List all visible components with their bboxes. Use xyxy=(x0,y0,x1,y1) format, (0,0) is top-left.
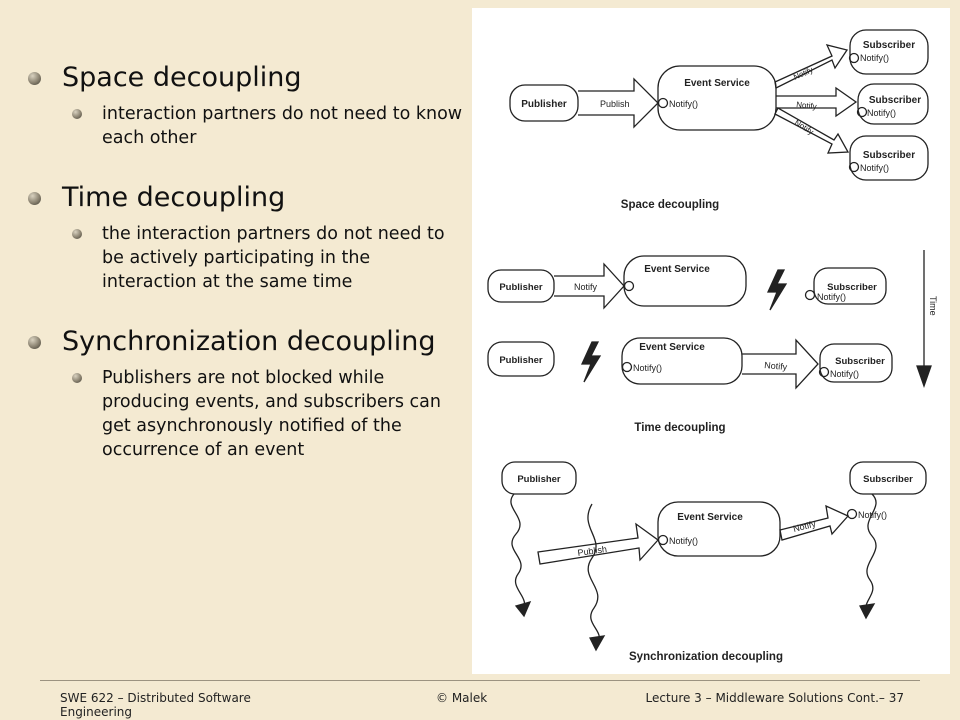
subscriber-label: Subscriber xyxy=(863,150,915,161)
subscriber-box xyxy=(849,135,929,181)
event-service-label: Event Service xyxy=(684,78,750,89)
notify-arrow-2-label: Notify xyxy=(796,100,817,111)
event-service-label: Event Service xyxy=(639,342,705,353)
sync-decoupling-panel: Publisher Publish Event Service Notify()… xyxy=(501,461,927,663)
subscriber-label: Subscriber xyxy=(863,40,915,51)
notify-method-label: Notify() xyxy=(860,163,889,173)
subscriber-label: Subscriber xyxy=(827,282,877,293)
time-axis-label: Time xyxy=(928,296,938,316)
notify-arrow-label: Notify xyxy=(764,360,788,372)
notify-arrow xyxy=(779,504,850,541)
publish-arrow-label: Publish xyxy=(577,544,608,558)
publish-arrow-label: Publish xyxy=(600,99,630,109)
bullet-heading-sync: Synchronization decoupling xyxy=(24,324,464,360)
bullet-text-time: the interaction partners do not need to … xyxy=(24,222,464,294)
sub-bullet-marker-icon xyxy=(72,109,82,119)
subscriber-label: Subscriber xyxy=(863,474,913,485)
footer-lecture: Lecture 3 – Middleware Solutions Cont.– … xyxy=(645,691,904,705)
notify-port-icon xyxy=(848,161,860,173)
notify-method-label: Notify() xyxy=(858,510,887,520)
bullet-text-sync: Publishers are not blocked while produci… xyxy=(24,366,464,462)
bullet-list: Space decoupling interaction partners do… xyxy=(24,60,464,492)
notify-arrow-1 xyxy=(774,44,849,89)
notify-port-icon xyxy=(621,361,633,373)
subscriber-box xyxy=(819,343,893,383)
publisher-thread-line-2 xyxy=(587,503,600,645)
bullet-marker-icon xyxy=(28,192,41,205)
notify-port-icon xyxy=(818,366,830,378)
time-decoupling-caption: Time decoupling xyxy=(634,422,725,434)
footer-course: SWE 622 – Distributed Software Engineeri… xyxy=(60,691,251,719)
sync-decoupling-caption: Synchronization decoupling xyxy=(629,651,783,663)
notify-port-icon xyxy=(623,280,635,292)
event-service-box xyxy=(621,337,743,385)
publisher-box xyxy=(501,461,577,495)
time-decoupling-panel: Publisher Notify Event Service Subscribe… xyxy=(487,250,938,434)
slide-footer: SWE 622 – Distributed Software Engineeri… xyxy=(0,680,960,720)
decoupling-diagram: Publisher Publish Event Service Notify()… xyxy=(487,29,938,663)
notify-arrow-3-label: Notify xyxy=(793,118,815,136)
publisher-box xyxy=(487,341,555,377)
publisher-label: Publisher xyxy=(521,99,567,110)
notify-port-icon xyxy=(657,97,669,109)
event-service-box xyxy=(623,255,747,307)
thread-arrowhead-icon xyxy=(589,635,606,652)
notify-port-icon xyxy=(804,289,816,301)
event-service-box xyxy=(657,65,777,131)
space-decoupling-panel: Publisher Publish Event Service Notify()… xyxy=(509,29,929,211)
subscriber-label: Subscriber xyxy=(835,356,885,367)
notify-port-icon xyxy=(657,534,669,546)
publisher-thread-line xyxy=(510,493,525,611)
notify-port-icon xyxy=(846,508,858,520)
publisher-label: Publisher xyxy=(499,355,543,366)
time-axis-arrowhead-icon xyxy=(916,365,932,388)
publisher-box xyxy=(487,269,555,303)
publisher-label: Publisher xyxy=(517,474,561,485)
bullet-heading-space: Space decoupling xyxy=(24,60,464,96)
notify-arrow-label: Notify xyxy=(792,519,817,534)
sub-bullet-marker-icon xyxy=(72,373,82,383)
thread-arrowhead-icon xyxy=(859,603,876,620)
subscriber-box xyxy=(813,267,887,305)
thread-arrowhead-icon xyxy=(514,600,532,618)
notify-method-label: Notify() xyxy=(860,53,889,63)
event-service-box xyxy=(657,501,781,557)
notify-arrow-1-label: Notify xyxy=(792,65,814,82)
publisher-label: Publisher xyxy=(499,282,543,293)
decoupling-figure: Publisher Publish Event Service Notify()… xyxy=(472,8,950,674)
bullet-marker-icon xyxy=(28,72,41,85)
publish-arrow xyxy=(537,522,659,565)
footer-author: © Malek xyxy=(436,691,488,705)
notify-port-icon xyxy=(848,52,860,64)
notify-arrow xyxy=(742,338,819,390)
subscriber-box xyxy=(857,83,929,125)
bullet-text-space: interaction partners do not need to know… xyxy=(24,102,464,150)
lightning-bolt-icon xyxy=(766,269,788,311)
notify-port-icon xyxy=(856,106,868,118)
notify-method-label: Notify() xyxy=(867,108,896,118)
subscriber-thread-line xyxy=(865,493,877,613)
bullet-marker-icon xyxy=(28,336,41,349)
event-service-label: Event Service xyxy=(644,264,710,275)
publisher-box xyxy=(509,84,579,122)
notify-arrow-label: Notify xyxy=(574,282,598,292)
notify-method-label: Notify() xyxy=(669,99,698,109)
notify-arrow-2 xyxy=(776,86,858,118)
event-service-label: Event Service xyxy=(677,512,743,523)
space-decoupling-caption: Space decoupling xyxy=(621,199,719,211)
subscriber-box xyxy=(849,461,927,495)
notify-arrow-3 xyxy=(774,107,850,154)
subscriber-box xyxy=(849,29,929,75)
bullet-heading-time: Time decoupling xyxy=(24,180,464,216)
notify-method-label: Notify() xyxy=(633,363,662,373)
footer-divider xyxy=(40,680,920,681)
lightning-bolt-icon xyxy=(580,341,602,383)
subscriber-label: Subscriber xyxy=(869,95,921,106)
notify-method-label: Notify() xyxy=(817,292,846,302)
sub-bullet-marker-icon xyxy=(72,229,82,239)
notify-method-label: Notify() xyxy=(830,369,859,379)
notify-method-label: Notify() xyxy=(669,536,698,546)
